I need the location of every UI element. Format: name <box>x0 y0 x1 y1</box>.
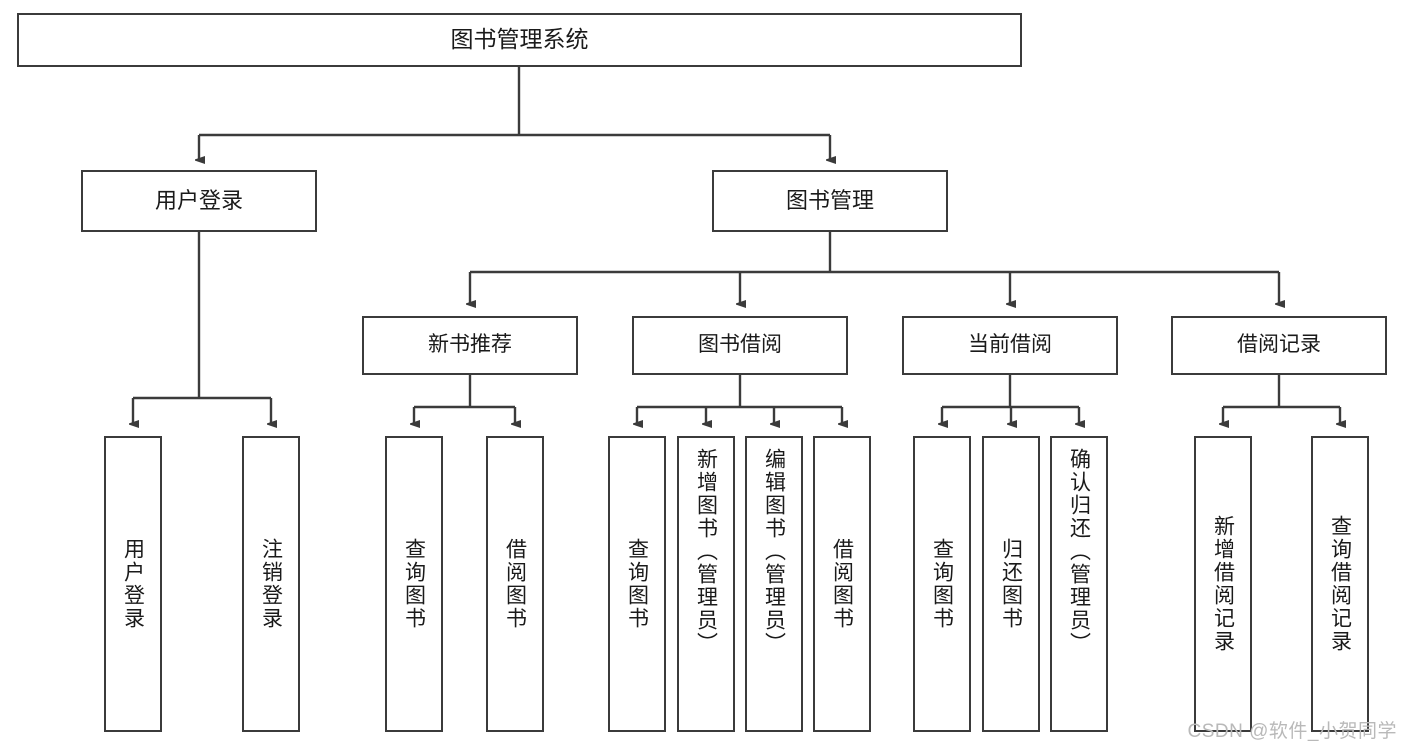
node-label: 确认归还（管理员） <box>1067 448 1091 655</box>
node-label: 图书借阅 <box>698 333 782 357</box>
leaf-query-book-current[interactable]: 查询图书 <box>913 436 971 732</box>
leaf-edit-book-admin[interactable]: 编辑图书（管理员） <box>745 436 803 732</box>
node-label: 新增借阅记录 <box>1211 515 1235 653</box>
leaf-return-book[interactable]: 归还图书 <box>982 436 1040 732</box>
node-label: 图书管理系统 <box>450 26 589 53</box>
node-user-login[interactable]: 用户登录 <box>81 170 317 232</box>
leaf-query-book-borrow[interactable]: 查询图书 <box>608 436 666 732</box>
node-label: 注销登录 <box>259 538 283 630</box>
leaf-add-borrow-record[interactable]: 新增借阅记录 <box>1194 436 1252 732</box>
node-borrow-record[interactable]: 借阅记录 <box>1171 316 1387 375</box>
node-label: 借阅记录 <box>1237 333 1321 357</box>
node-label: 编辑图书（管理员） <box>762 448 786 655</box>
leaf-query-book-recommend[interactable]: 查询图书 <box>385 436 443 732</box>
node-label: 用户登录 <box>154 188 243 214</box>
node-label: 当前借阅 <box>968 333 1052 357</box>
leaf-query-borrow-record[interactable]: 查询借阅记录 <box>1311 436 1369 732</box>
node-label: 新增图书（管理员） <box>694 448 718 655</box>
node-label: 新书推荐 <box>428 333 512 357</box>
node-label: 查询图书 <box>930 538 954 630</box>
node-root-system[interactable]: 图书管理系统 <box>17 13 1022 67</box>
leaf-borrow-book[interactable]: 借阅图书 <box>813 436 871 732</box>
leaf-user-login[interactable]: 用户登录 <box>104 436 162 732</box>
leaf-confirm-return-admin[interactable]: 确认归还（管理员） <box>1050 436 1108 732</box>
node-current-borrow[interactable]: 当前借阅 <box>902 316 1118 375</box>
node-label: 归还图书 <box>999 538 1023 630</box>
leaf-add-book-admin[interactable]: 新增图书（管理员） <box>677 436 735 732</box>
leaf-user-logout[interactable]: 注销登录 <box>242 436 300 732</box>
leaf-borrow-book-recommend[interactable]: 借阅图书 <box>486 436 544 732</box>
node-label: 用户登录 <box>121 538 145 630</box>
node-label: 图书管理 <box>785 188 874 214</box>
node-label: 查询借阅记录 <box>1328 515 1352 653</box>
node-label: 查询图书 <box>402 538 426 630</box>
watermark-text: CSDN @软件_小贺同学 <box>1187 721 1397 742</box>
node-label: 借阅图书 <box>503 538 527 630</box>
node-book-borrow[interactable]: 图书借阅 <box>632 316 848 375</box>
node-book-management[interactable]: 图书管理 <box>712 170 948 232</box>
node-label: 借阅图书 <box>830 538 854 630</box>
node-label: 查询图书 <box>625 538 649 630</box>
node-new-book-recommend[interactable]: 新书推荐 <box>362 316 578 375</box>
